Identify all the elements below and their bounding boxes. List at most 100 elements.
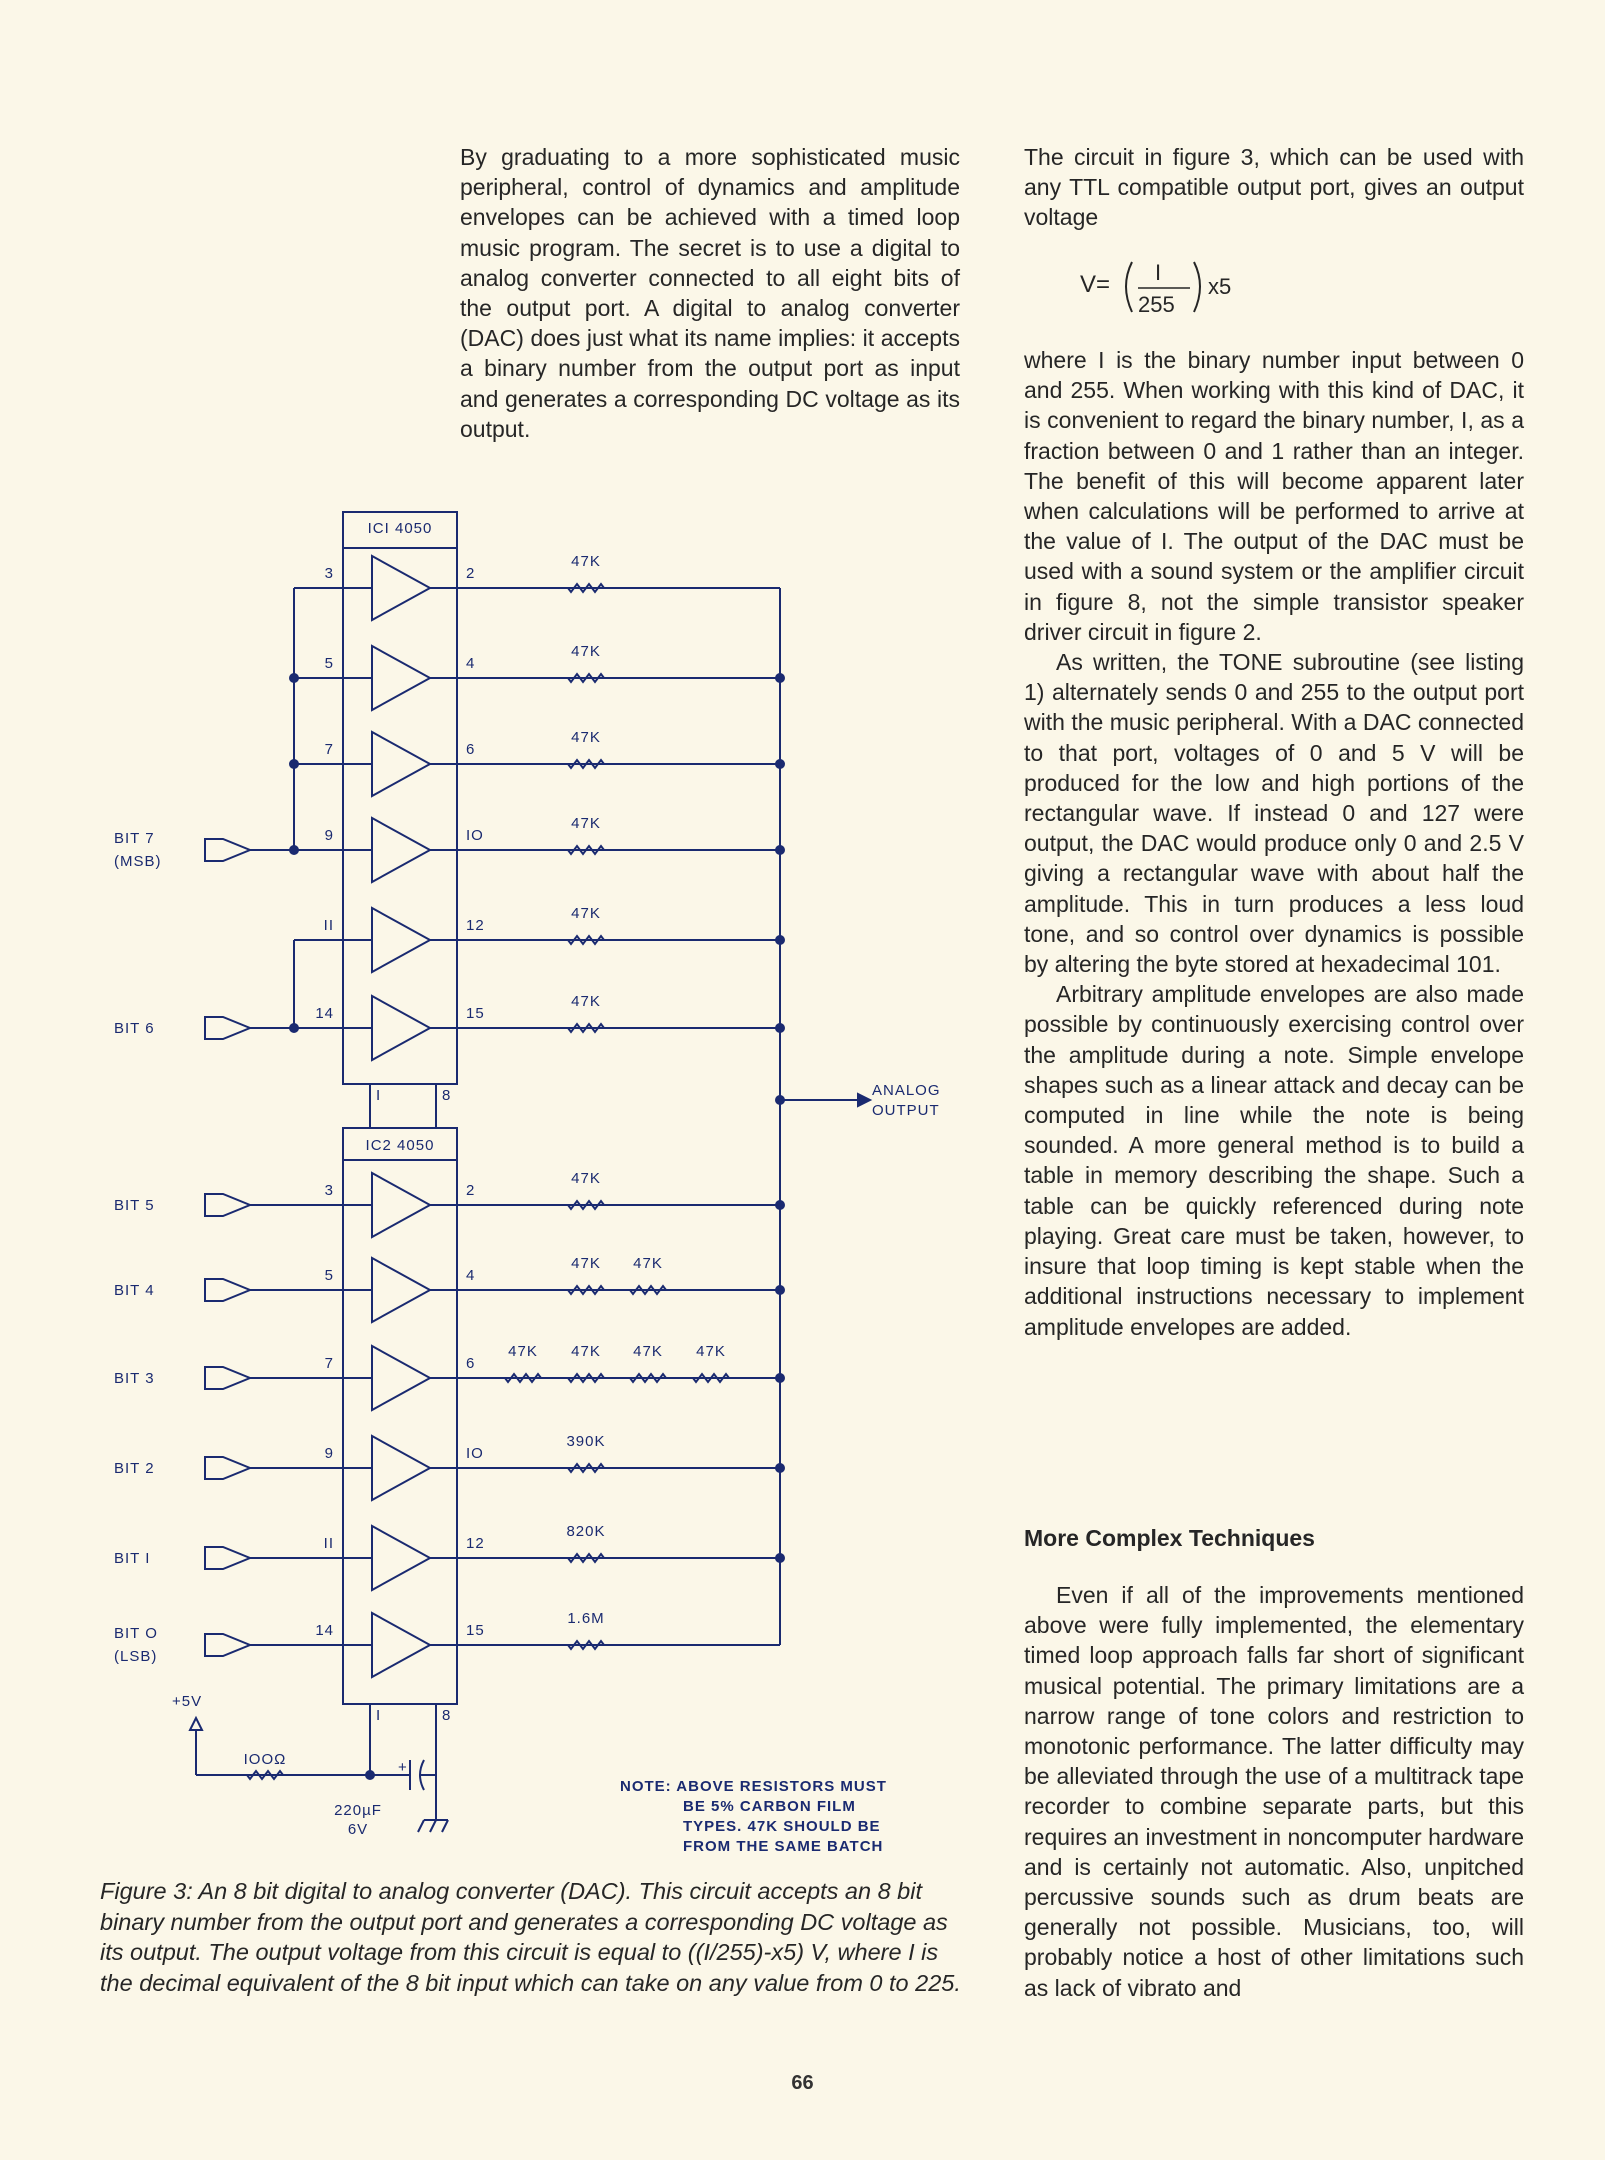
junction-dot xyxy=(289,1023,299,1033)
bit-label: BIT 7 xyxy=(114,830,155,847)
paragraph-complex: Even if all of the improvements mentione… xyxy=(1024,1582,1524,2001)
resistor-label: 390K xyxy=(566,1433,605,1450)
arrow-head xyxy=(857,1092,873,1108)
resistor-47k xyxy=(567,934,605,946)
resistor-label: 47K xyxy=(571,643,601,660)
junction-dot xyxy=(289,845,299,855)
pin-number: 14 xyxy=(315,1622,334,1639)
buffer-triangle xyxy=(371,1344,433,1412)
bit-label: BIT I xyxy=(114,1550,150,1567)
pin-number: 15 xyxy=(466,1622,485,1639)
buffer-triangle xyxy=(371,816,433,884)
pin-number: 2 xyxy=(466,1182,475,1199)
bit-input-connector xyxy=(204,1278,253,1302)
pin-number: 9 xyxy=(325,1445,334,1462)
bit-label: BIT 2 xyxy=(114,1460,155,1477)
resistor-label: 47K xyxy=(571,553,601,570)
paragraph-binary: where I is the binary number input betwe… xyxy=(1024,347,1524,645)
wire xyxy=(429,1819,437,1833)
pin-number: 14 xyxy=(315,1005,334,1022)
pin-number: 6 xyxy=(466,741,475,758)
bit-label: (MSB) xyxy=(114,853,162,870)
junction-dot xyxy=(775,935,785,945)
bit-input-connector xyxy=(204,1366,253,1390)
pin-number: 4 xyxy=(466,655,475,672)
buffer-triangle xyxy=(371,1171,433,1239)
analog-output-label: OUTPUT xyxy=(872,1102,940,1119)
junction-dot xyxy=(775,1463,785,1473)
junction-dot xyxy=(289,673,299,683)
junction-dot xyxy=(775,1200,785,1210)
pin-number: 15 xyxy=(466,1005,485,1022)
junction-dot xyxy=(775,1553,785,1563)
buffer-triangle xyxy=(371,1611,433,1679)
figure-caption: Figure 3: An 8 bit digital to analog con… xyxy=(100,1878,961,1996)
resistor-label: 47K xyxy=(633,1255,663,1272)
junction-dot xyxy=(289,759,299,769)
bit-input-connector xyxy=(204,1193,253,1217)
paragraph-tone: As written, the TONE subroutine (see lis… xyxy=(1024,649,1524,978)
pin-number: 12 xyxy=(466,1535,485,1552)
right-column-bottom: Even if all of the improvements mentione… xyxy=(1024,1580,1524,2003)
right-column-top: The circuit in figure 3, which can be us… xyxy=(1024,142,1524,233)
bit-label: BIT 6 xyxy=(114,1020,155,1037)
bit-input-connector xyxy=(204,838,253,862)
bit-label: BIT 4 xyxy=(114,1282,155,1299)
resistor-label: 47K xyxy=(633,1343,663,1360)
resistor-symbol xyxy=(504,1372,542,1384)
pin-number: 7 xyxy=(325,1355,334,1372)
pin-number: 3 xyxy=(325,565,334,582)
pin-number: 9 xyxy=(325,827,334,844)
capacitor-label: 220µF xyxy=(334,1802,382,1819)
formula-numerator: I xyxy=(1155,260,1161,285)
resistor-symbol xyxy=(567,1552,605,1564)
resistor-label: 47K xyxy=(571,729,601,746)
intro-text: By graduating to a more sophisticated mu… xyxy=(460,144,960,442)
pin-number: 7 xyxy=(325,741,334,758)
resistor-label: 47K xyxy=(571,1255,601,1272)
resistor-47k xyxy=(567,582,605,594)
buffer-triangle xyxy=(371,1524,433,1592)
voltage-formula: V= I 255 x5 xyxy=(1080,250,1250,337)
pin-number: 8 xyxy=(442,1707,451,1724)
resistor-symbol xyxy=(567,1284,605,1296)
bit-label: BIT 5 xyxy=(114,1197,155,1214)
resistor-47k xyxy=(567,672,605,684)
analog-output-label: ANALOG xyxy=(872,1082,941,1099)
resistor-note: FROM THE SAME BATCH xyxy=(683,1838,883,1855)
bit-input-connector xyxy=(204,1456,253,1480)
resistor-symbol xyxy=(567,1462,605,1474)
resistor-label: 47K xyxy=(571,815,601,832)
buffer-triangle xyxy=(371,644,433,712)
pin-number: IO xyxy=(466,1445,484,1462)
resistor-note: BE 5% CARBON FILM xyxy=(683,1798,856,1815)
ic2-label: IC2 4050 xyxy=(366,1137,435,1154)
resistor-label: 47K xyxy=(571,993,601,1010)
resistor-symbol xyxy=(567,1199,605,1211)
buffer-triangle xyxy=(371,906,433,974)
buffer-triangle xyxy=(371,1434,433,1502)
page-number: 66 xyxy=(791,2072,814,2094)
bit-input-connector xyxy=(204,1546,253,1570)
resistor-47k xyxy=(567,844,605,856)
junction-dot xyxy=(775,1023,785,1033)
cap-polarity: + xyxy=(398,1759,408,1776)
right-column-body: where I is the binary number input betwe… xyxy=(1024,345,1524,1342)
resistor-symbol xyxy=(629,1372,667,1384)
ic2-box xyxy=(342,1127,458,1705)
supply-arrow xyxy=(188,1715,204,1731)
junction-dot xyxy=(775,1095,785,1105)
capacitor-label: 6V xyxy=(348,1821,368,1838)
resistor-symbol xyxy=(567,1372,605,1384)
junction-dot xyxy=(775,845,785,855)
buffer-triangle xyxy=(371,554,433,622)
paragraph-circuit: The circuit in figure 3, which can be us… xyxy=(1024,144,1524,231)
resistor-100 xyxy=(246,1769,284,1781)
resistor-note: TYPES. 47K SHOULD BE xyxy=(683,1818,881,1835)
bit-label: BIT 3 xyxy=(114,1370,155,1387)
pin-number: IO xyxy=(466,827,484,844)
resistor-47k xyxy=(567,758,605,770)
pin-number: 4 xyxy=(466,1267,475,1284)
resistor-label: 47K xyxy=(696,1343,726,1360)
resistor-label: 47K xyxy=(571,1170,601,1187)
